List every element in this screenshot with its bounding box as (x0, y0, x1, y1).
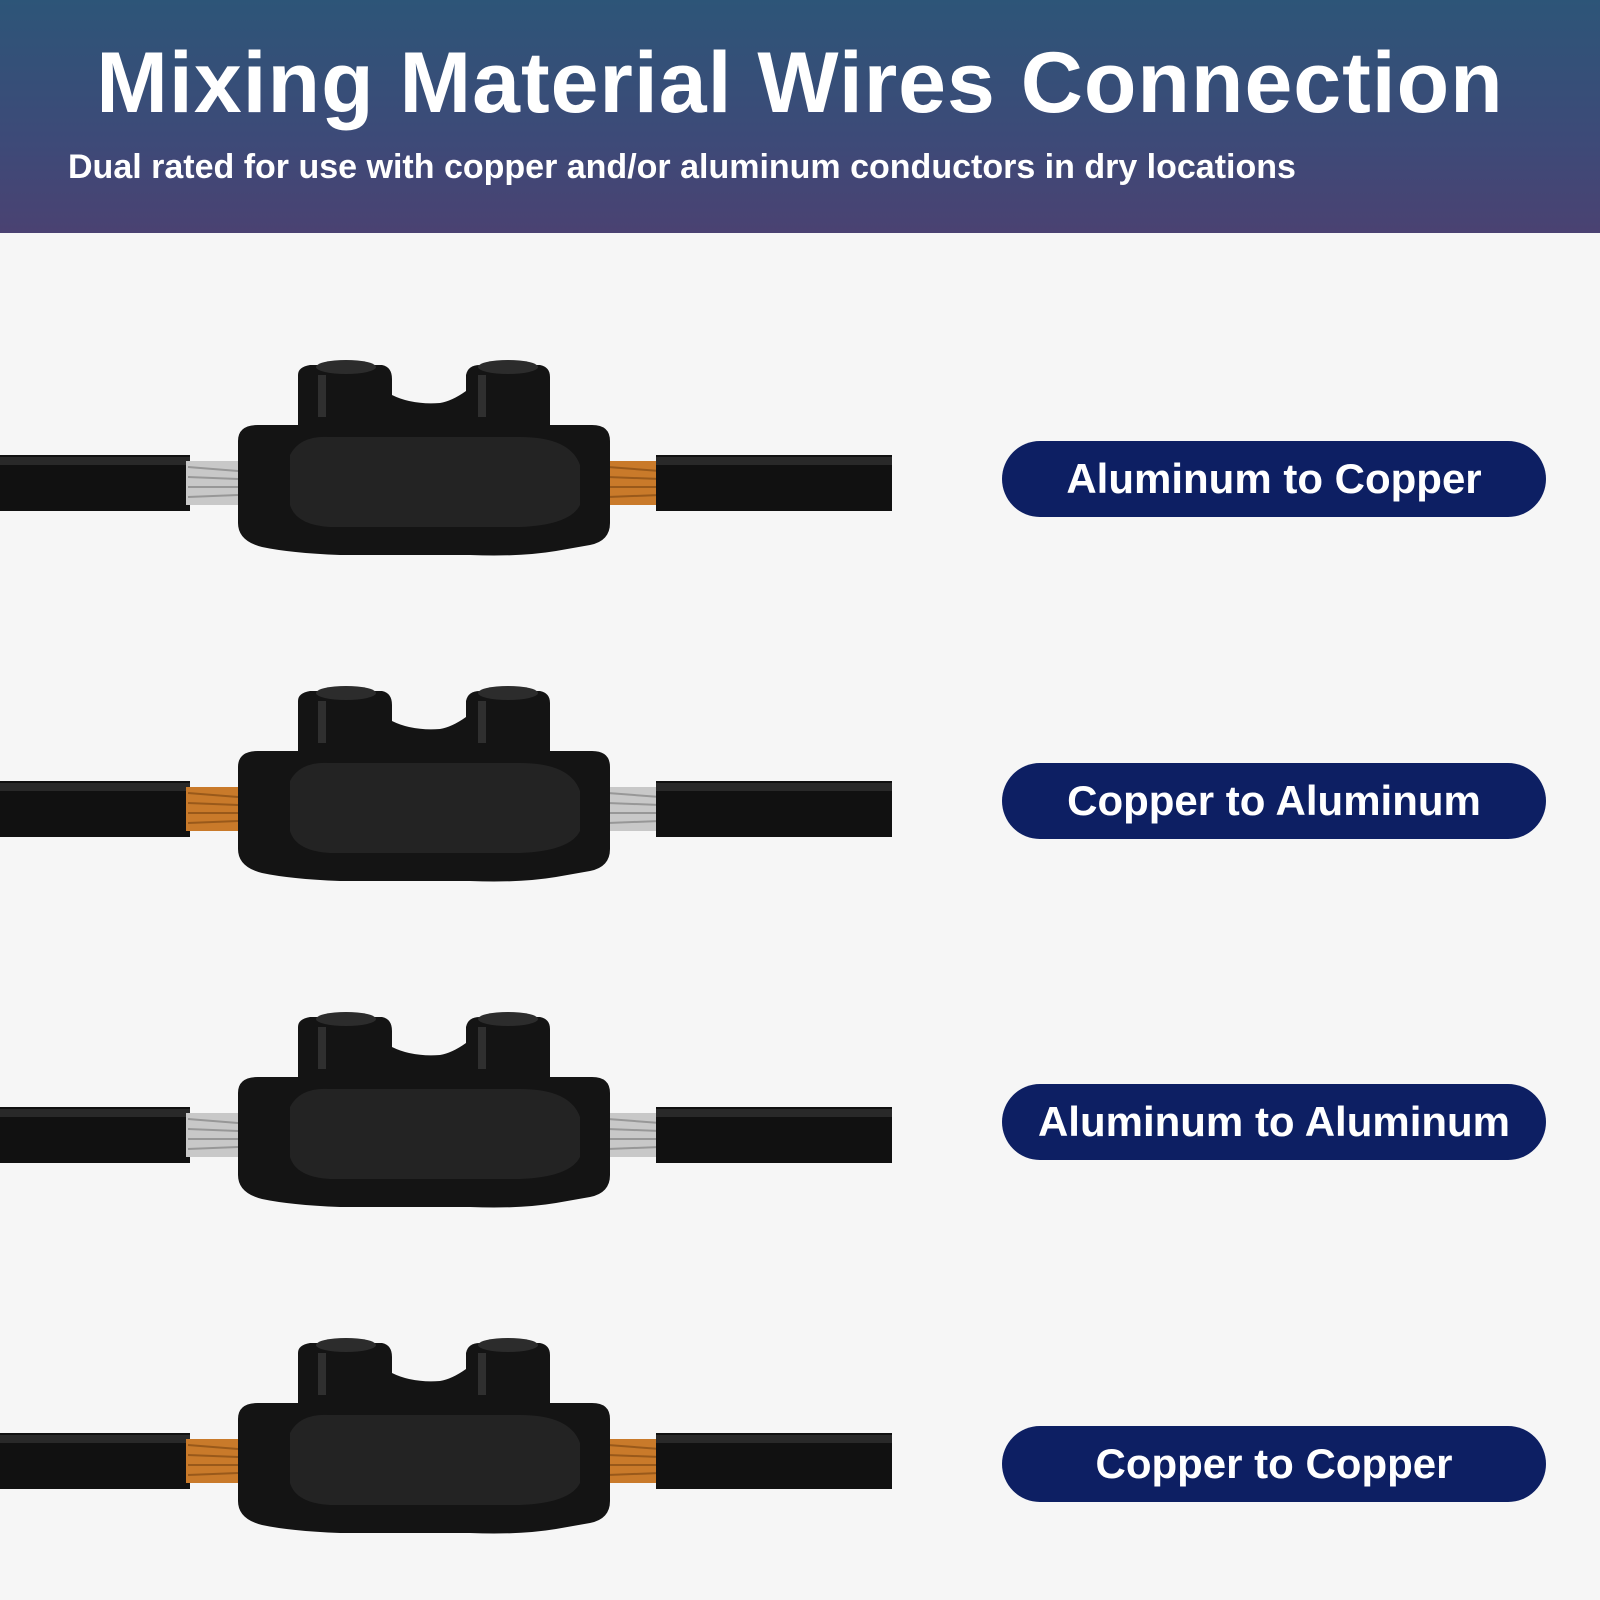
right-bare-strands (606, 461, 662, 505)
header-banner: Mixing Material Wires Connection Dual ra… (0, 0, 1600, 233)
right-insulated-cable (656, 1433, 892, 1489)
connection-label-pill: Aluminum to Copper (1002, 441, 1546, 517)
connection-label-pill: Copper to Aluminum (1002, 763, 1546, 839)
connection-row-copper-to-copper: Copper to Copper (0, 1323, 1600, 1543)
right-insulated-cable (656, 455, 892, 511)
page-subtitle: Dual rated for use with copper and/or al… (68, 148, 1296, 186)
connection-label-pill: Aluminum to Aluminum (1002, 1084, 1546, 1160)
connector-body (238, 1012, 610, 1208)
connection-row-aluminum-to-aluminum: Aluminum to Aluminum (0, 997, 1600, 1217)
right-insulated-cable (656, 1107, 892, 1163)
connector-body (238, 360, 610, 556)
connection-label: Copper to Copper (1095, 1440, 1453, 1487)
right-bare-strands (606, 787, 662, 831)
connection-label-pill: Copper to Copper (1002, 1426, 1546, 1502)
connector-body (238, 686, 610, 882)
page-title: Mixing Material Wires Connection (96, 35, 1504, 131)
connection-label: Aluminum to Aluminum (1037, 1098, 1511, 1145)
connector-illustration (0, 686, 892, 882)
connection-row-aluminum-to-copper: Aluminum to Copper (0, 345, 1600, 565)
left-bare-strands (186, 1113, 240, 1157)
connection-row-copper-to-aluminum: Copper to Aluminum (0, 671, 1600, 891)
connector-illustration (0, 1338, 892, 1534)
right-bare-strands (606, 1113, 662, 1157)
right-insulated-cable (656, 781, 892, 837)
left-bare-strands (186, 1439, 240, 1483)
left-insulated-cable (0, 1107, 190, 1163)
left-bare-strands (186, 787, 240, 831)
connector-illustration (0, 360, 892, 556)
left-bare-strands (186, 461, 240, 505)
left-insulated-cable (0, 781, 190, 837)
connection-label: Copper to Aluminum (1067, 777, 1481, 824)
connection-label: Aluminum to Copper (1066, 455, 1482, 502)
left-insulated-cable (0, 1433, 190, 1489)
connections-list: Aluminum to Copper (0, 233, 1600, 1600)
left-insulated-cable (0, 455, 190, 511)
right-bare-strands (606, 1439, 662, 1483)
connector-body (238, 1338, 610, 1534)
connector-illustration (0, 1012, 892, 1208)
